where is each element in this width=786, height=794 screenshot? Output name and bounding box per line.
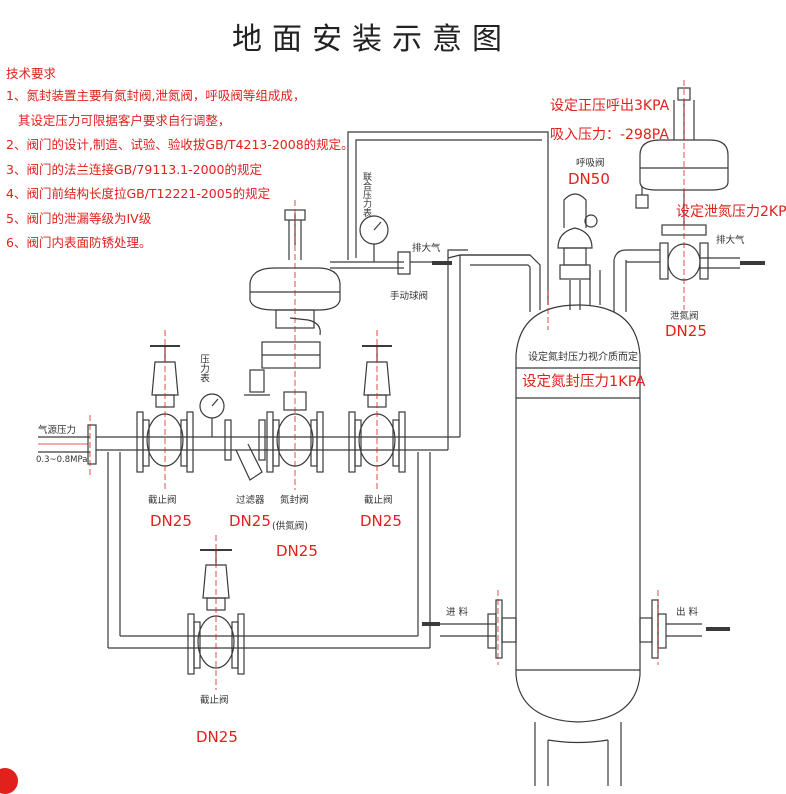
gas-range-label: 0.3~0.8MPa: [36, 455, 88, 465]
vent-pressure-label: 设定泄氮压力2KPA: [676, 204, 786, 220]
stop-valve-3-label: 截止阀: [200, 695, 229, 706]
seal-valve-dn: DN25: [276, 542, 318, 560]
stop-valve-3-dn: DN25: [196, 728, 238, 746]
filter-label: 过滤器: [236, 495, 265, 506]
filter-dn: DN25: [229, 512, 271, 530]
exhaust-label-2: 排大气: [716, 235, 745, 246]
hand-ball-valve-label: 手动球阀: [390, 291, 429, 302]
center-lines: [89, 80, 685, 690]
requirement-item: 4、阀门前结构长度拉GB/T12221-2005的规定: [6, 186, 271, 201]
seal-valve-sublabel: (供氮阀): [272, 521, 308, 532]
seal-pressure-label: 设定氮封压力1KPA: [522, 374, 646, 390]
bypass-pipe: [107, 452, 431, 649]
requirement-item: 其设定压力可限据客户要求自行调整，: [6, 112, 231, 128]
vent-valve-dn: DN25: [665, 322, 707, 340]
inlet-label: 进 料: [446, 607, 469, 618]
stop-valve-2-label: 截止阀: [364, 495, 393, 506]
breather-valve-body: [557, 193, 598, 310]
positive-pressure-label: 设定正压呼出3KPA: [550, 98, 670, 114]
exhaust-label-1: 排大气: [412, 243, 441, 254]
seal-valve-label: 氮封阀: [280, 495, 309, 506]
pressure-gauge-label: 压力表: [198, 354, 209, 383]
requirement-item: 3、阀门的法兰连接GB/79113.1-2000的规定: [6, 161, 262, 177]
breather-valve-label: 呼吸阀: [576, 158, 605, 169]
suction-pressure-label: 吸入压力：-298PA: [550, 127, 669, 143]
requirement-item: 5、阀门的泄漏等级为IV级: [6, 210, 152, 226]
requirements-heading: 技术要求: [6, 66, 57, 81]
seal-valve-body: [266, 391, 324, 473]
stop-valve-1-dn: DN25: [150, 512, 192, 530]
technical-requirements: 技术要求 1、氮封装置主要有氮封阀,泄氮阀，呼吸阀等组成成， 其设定压力可限据客…: [6, 64, 354, 256]
outlet-nozzle: [639, 599, 702, 659]
filter-body: [224, 419, 266, 481]
stop-valve-1: [136, 345, 194, 473]
requirement-item: 2、阀门的设计,制造、试验、验收拔GB/T4213-2008的规定。: [6, 137, 354, 152]
tank-note: 设定氮封压力视介质而定: [528, 352, 638, 363]
pressure-gauge: [199, 393, 225, 437]
seal-valve-pilot: [244, 317, 321, 396]
stop-valve-2-dn: DN25: [360, 512, 402, 530]
inlet-nozzle: [440, 599, 517, 659]
stop-valve-2: [348, 345, 406, 473]
breather-valve-dn: DN50: [568, 170, 610, 188]
combined-gauge-label: 联合压力表: [361, 172, 371, 217]
tank-vessel: [515, 304, 641, 786]
requirement-item: 1、氮封装置主要有氮封阀,泄氮阀，呼吸阀等组成成，: [6, 88, 306, 103]
stop-valve-1-label: 截止阀: [148, 495, 177, 506]
requirement-item: 6、阀门内表面防锈处理。: [6, 235, 152, 250]
combined-pressure-gauge: [359, 215, 389, 262]
outlet-label: 出 料: [676, 607, 699, 618]
vent-pipe: [589, 249, 765, 312]
main-supply-pipe: [38, 249, 541, 465]
page-title: 地面安装示意图: [232, 22, 512, 57]
vent-valve-label: 泄氮阀: [670, 311, 699, 322]
gas-source-label: 气源压力: [38, 425, 77, 436]
